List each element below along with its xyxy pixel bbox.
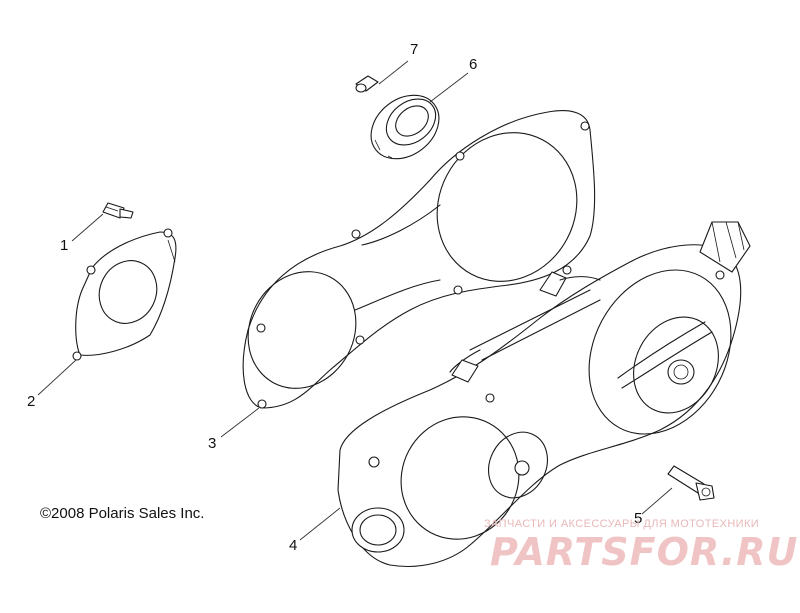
- watermark-caption: ЗАПЧАСТИ И АКСЕССУАРЫ ДЛЯ МОТОТЕХНИКИ: [484, 518, 760, 530]
- part-5-bolt: [667, 465, 715, 501]
- leader-lines: [37, 60, 673, 541]
- part-7-pin: [355, 75, 379, 93]
- callout-7: 7: [410, 41, 419, 58]
- callout-3: 3: [208, 435, 217, 452]
- callout-5: 5: [634, 510, 643, 527]
- part-6-seal: [370, 94, 440, 160]
- part-4-clutch-cover: [337, 221, 751, 568]
- part-2-plate: [72, 228, 177, 361]
- watermark-logo: PARTSFOR.RU: [490, 530, 799, 574]
- callout-2: 2: [27, 393, 36, 410]
- callout-4: 4: [289, 537, 298, 554]
- part-1-bolt: [102, 202, 134, 219]
- part-3-gasket: [242, 110, 596, 409]
- callout-1: 1: [60, 237, 69, 254]
- copyright-notice: ©2008 Polaris Sales Inc.: [40, 505, 205, 522]
- callout-6: 6: [469, 56, 478, 73]
